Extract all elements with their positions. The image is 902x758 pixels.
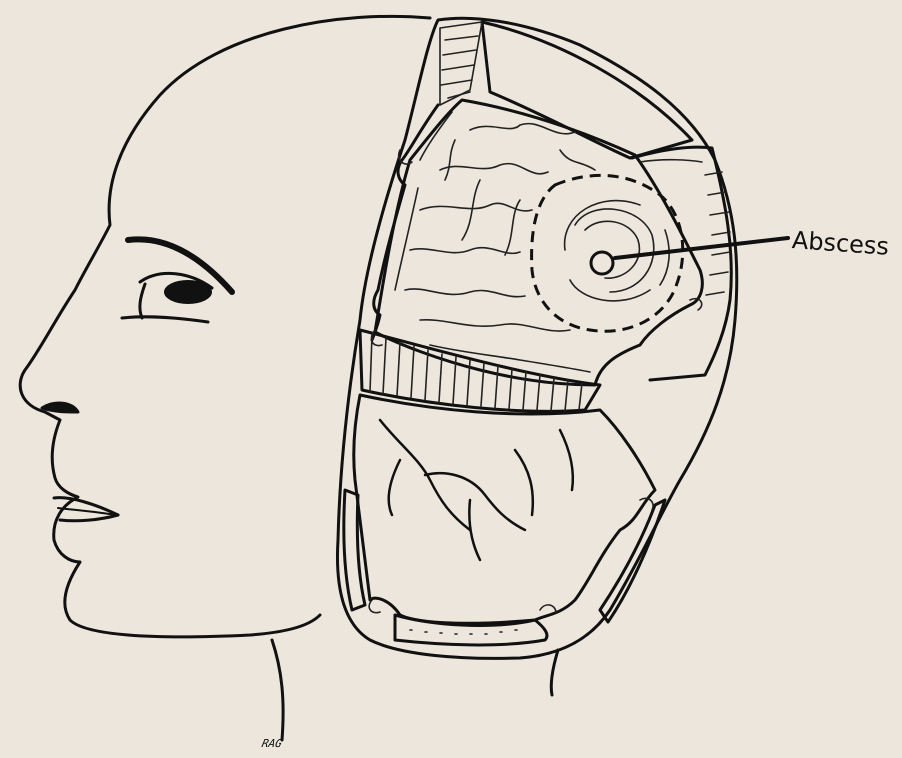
cortical-vessels: [380, 420, 573, 560]
artist-signature: RAG: [261, 737, 284, 750]
eye-fold: [140, 284, 145, 318]
eye-pupil: [164, 280, 212, 304]
abscess-rings: [565, 201, 670, 301]
lower-lip: [60, 515, 118, 521]
upper-window-left-rim-inner: [395, 112, 452, 290]
lower-bone-dots: [410, 630, 517, 634]
lower-window: [354, 395, 655, 623]
abscess-core: [591, 252, 613, 274]
abscess-callout-line: [615, 238, 788, 258]
neck-back-line: [551, 650, 558, 695]
brain-gyri: [405, 124, 595, 372]
dura-band-stripes: [370, 335, 582, 411]
bone-edge-top-left: [440, 22, 482, 105]
right-bone-rim-inner: [640, 160, 730, 295]
bone-flap-top: [482, 22, 692, 158]
head-outline: [20, 16, 430, 637]
bone-hatching-top: [441, 36, 478, 98]
neck-line: [272, 640, 283, 740]
eye-lower-lid: [122, 317, 208, 322]
lower-left-bone-edge: [344, 490, 365, 610]
nostril: [42, 403, 78, 412]
